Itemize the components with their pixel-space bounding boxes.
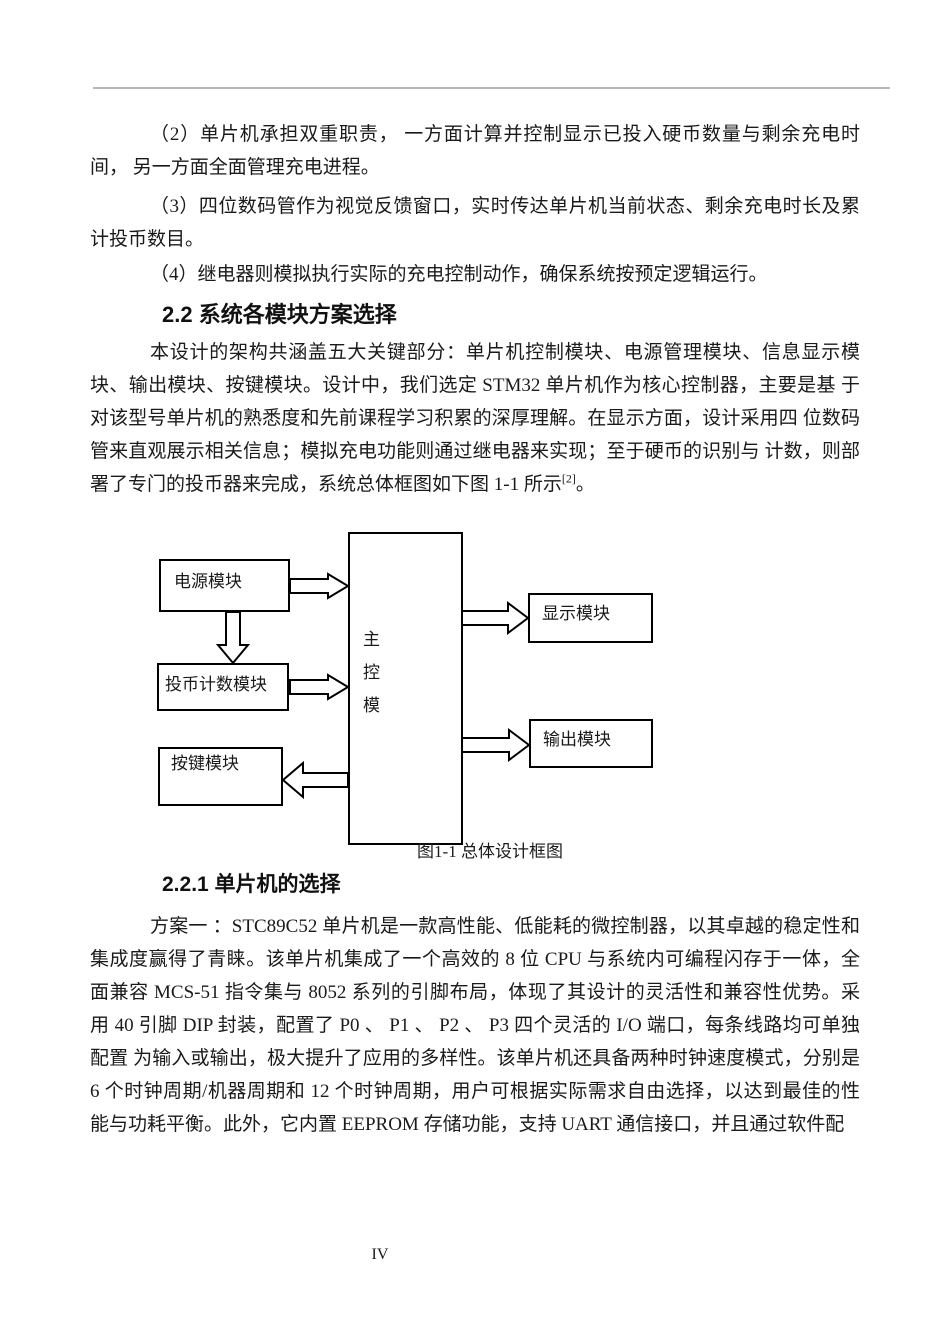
arrow-power-to-main (289, 572, 350, 600)
diagram-box-power: 电源模块 (159, 559, 290, 612)
main-box-char-1: 主 (363, 630, 380, 649)
header-rule (93, 87, 890, 89)
block-diagram: 电源模块 投币计数模块 按键模块 主 控 模 显示模块 输出模块 图1-1 总体… (0, 520, 950, 870)
paragraph-item-4: （4）继电器则模拟执行实际的充电控制动作，确保系统按预定逻辑运行。 (150, 264, 768, 285)
section-heading: 2.2 系统各模块方案选择 (162, 302, 397, 327)
paragraph-scheme-one: 方案一 ：STC89C52 单片机是一款高性能、低能耗的微控制器，以其卓越的稳定… (90, 916, 860, 1135)
citation-marker: [2] (561, 471, 576, 486)
main-box-char-2: 控 (363, 663, 380, 682)
intro-text: 本设计的架构共涵盖五大关键部分：单片机控制模块、电源管理模块、信息显示模块、输出… (90, 342, 860, 495)
paragraph-item-3: （3）四位数码管作为视觉反馈窗口，实时传达单片机当前状态、剩余充电时长及累计投币… (90, 196, 860, 250)
diagram-box-coin-counter: 投币计数模块 (157, 663, 289, 711)
subsection-heading: 2.2.1 单片机的选择 (162, 873, 341, 896)
diagram-box-output: 输出模块 (529, 719, 653, 768)
diagram-box-main-controller: 主 控 模 (348, 532, 463, 845)
arrow-main-to-display (461, 601, 530, 635)
paragraph-item-2: （2）单片机承担双重职责， 一方面计算并控制显示已投入硬币数量与剩余充电时间， … (90, 124, 860, 178)
arrow-main-to-output (461, 728, 531, 762)
intro-end: 。 (575, 474, 595, 495)
arrow-main-to-key (281, 760, 349, 800)
diagram-box-keys: 按键模块 (158, 747, 283, 806)
page-number: IV (371, 1246, 389, 1263)
arrow-coin-to-main (289, 673, 350, 701)
figure-caption: 图1-1 总体设计框图 (417, 842, 563, 861)
paragraph-intro: 本设计的架构共涵盖五大关键部分：单片机控制模块、电源管理模块、信息显示模块、输出… (90, 336, 860, 501)
main-box-char-3: 模 (363, 696, 380, 715)
diagram-arrows (215, 572, 531, 800)
diagram-box-display: 显示模块 (528, 593, 653, 643)
arrow-power-to-coin (215, 611, 251, 665)
